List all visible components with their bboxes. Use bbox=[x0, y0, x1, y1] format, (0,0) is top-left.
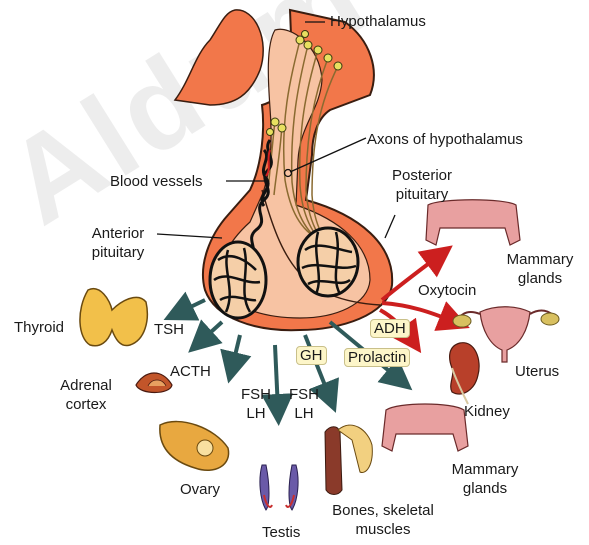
label-posterior-line1: Posterior bbox=[380, 166, 464, 185]
label-tsh: TSH bbox=[154, 320, 184, 339]
label-uterus: Uterus bbox=[515, 362, 559, 381]
mammary-glands-bottom-figure bbox=[382, 404, 468, 451]
label-adrenal-line1: Adrenal bbox=[48, 376, 124, 395]
label-prolactin: Prolactin bbox=[344, 348, 410, 367]
label-fsh-lh-1: FSH LH bbox=[236, 385, 276, 423]
label-bones-line2: muscles bbox=[318, 520, 448, 539]
posterior-capillary-mesh bbox=[298, 228, 358, 296]
label-kidney: Kidney bbox=[464, 402, 510, 421]
label-adrenal-cortex: Adrenal cortex bbox=[48, 376, 124, 414]
label-mammary-glands-top: Mammary glands bbox=[495, 250, 585, 288]
label-lh-2: LH bbox=[284, 404, 324, 423]
ovary-figure bbox=[160, 422, 229, 471]
label-adh: ADH bbox=[370, 319, 410, 338]
label-adrenal-line2: cortex bbox=[48, 395, 124, 414]
thyroid-figure bbox=[80, 289, 147, 346]
label-ovary: Ovary bbox=[180, 480, 220, 499]
label-mammary-bottom-line2: glands bbox=[440, 479, 530, 498]
label-anterior-pituitary: Anterior pituitary bbox=[78, 224, 158, 262]
label-blood-vessels: Blood vessels bbox=[110, 172, 203, 191]
label-testis: Testis bbox=[262, 523, 300, 542]
label-hypothalamus: Hypothalamus bbox=[330, 12, 426, 31]
label-gh: GH bbox=[296, 346, 327, 365]
label-fsh-1: FSH bbox=[236, 385, 276, 404]
label-bones-skeletal-muscles: Bones, skeletal muscles bbox=[318, 501, 448, 539]
label-lh-1: LH bbox=[236, 404, 276, 423]
label-mammary-top-line1: Mammary bbox=[495, 250, 585, 269]
label-mammary-top-line2: glands bbox=[495, 269, 585, 288]
testis-figure bbox=[260, 465, 298, 510]
anterior-capillary-mesh bbox=[210, 242, 266, 318]
label-acth: ACTH bbox=[170, 362, 211, 381]
label-fsh-2: FSH bbox=[284, 385, 324, 404]
bones-muscles-figure bbox=[325, 425, 372, 494]
kidney-figure bbox=[450, 343, 480, 404]
label-anterior-line2: pituitary bbox=[78, 243, 158, 262]
label-mammary-bottom-line1: Mammary bbox=[440, 460, 530, 479]
label-oxytocin: Oxytocin bbox=[418, 281, 476, 300]
label-posterior-pituitary: Posterior pituitary bbox=[380, 166, 464, 204]
label-fsh-lh-2: FSH LH bbox=[284, 385, 324, 423]
label-bones-line1: Bones, skeletal bbox=[318, 501, 448, 520]
label-thyroid: Thyroid bbox=[14, 318, 64, 337]
label-mammary-glands-bottom: Mammary glands bbox=[440, 460, 530, 498]
label-posterior-line2: pituitary bbox=[380, 185, 464, 204]
adrenal-figure bbox=[136, 373, 172, 393]
label-axons-of-hypothalamus: Axons of hypothalamus bbox=[367, 130, 523, 149]
mammary-glands-top-figure bbox=[426, 200, 520, 245]
label-anterior-line1: Anterior bbox=[78, 224, 158, 243]
